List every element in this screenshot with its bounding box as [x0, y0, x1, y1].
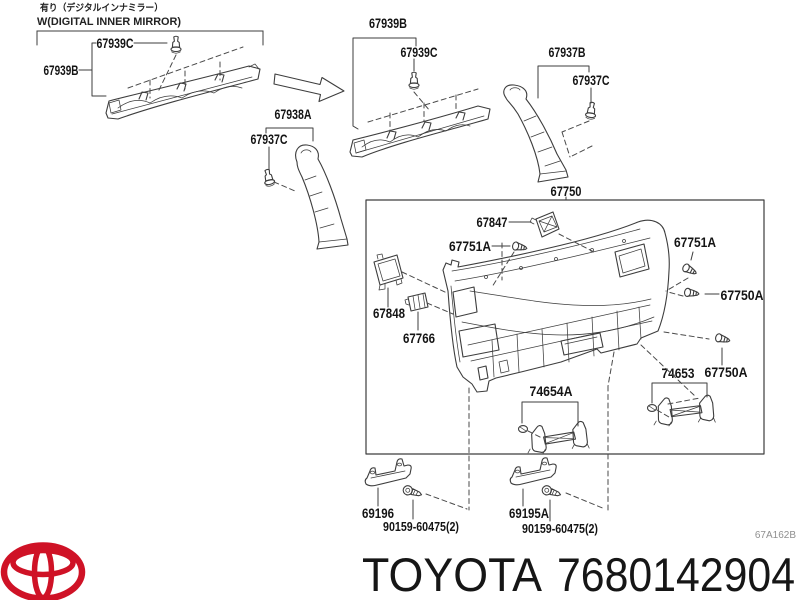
part-bracket-67848 [373, 253, 404, 291]
clip-67751a-right [680, 262, 699, 278]
assembly-67939-standard: 67939B 67939C [349, 15, 491, 158]
dash-screw-left [425, 493, 468, 510]
part-label-67939c-left: 67939C [97, 35, 134, 51]
brand-name: TOYOTA [362, 548, 543, 600]
part-bracket-69195a [509, 457, 557, 486]
panel-group-box [365, 199, 765, 455]
part-bracket-67847 [529, 211, 560, 238]
leader-74654a [521, 401, 579, 427]
part-pillar-garnish-67937b [503, 84, 569, 183]
part-bracket-69196 [364, 458, 412, 487]
screw-90159-right [540, 483, 563, 500]
clip-67937c-left [261, 167, 276, 188]
assembly-67750-panel: 67750 [365, 183, 765, 511]
part-label-74653: 74653 [662, 365, 695, 381]
leader-lines-67939-center [352, 37, 417, 130]
part-label-90159-left: 90159-60475(2) [383, 520, 459, 534]
construction-dashes-67937b [561, 120, 593, 158]
part-tailgate-trim-panel-67750 [442, 219, 670, 393]
part-label-67939c-center: 67939C [401, 44, 438, 60]
clip-67939c-left [170, 35, 182, 54]
part-number: 7680142904 [557, 548, 795, 600]
screw-90159-left [401, 483, 424, 500]
assembly-67939-inner-mirror: 67939C 67939B [44, 35, 261, 120]
bottom-hardware: 69196 90159-60475(2) 69195A 90159-60475(… [362, 457, 606, 536]
part-label-67939b-left: 67939B [44, 62, 79, 78]
part-label-67848: 67848 [373, 305, 405, 321]
part-label-69196: 69196 [362, 505, 394, 521]
part-label-67751a-right: 67751A [674, 234, 716, 250]
part-label-67766: 67766 [403, 330, 435, 346]
construction-dashes-67938a [273, 181, 296, 192]
note-scope-bracket [36, 30, 264, 46]
note-english-text: W(DIGITAL INNER MIRROR) [37, 16, 181, 28]
part-handle-74653 [646, 391, 718, 430]
toyota-logo-icon [0, 542, 86, 600]
note-japanese-text: 有り（デジタルインナミラー） [40, 2, 163, 14]
clip-67750a-lower [714, 332, 732, 346]
part-label-67750a-lower: 67750A [705, 364, 748, 380]
diagram-code: 67A162B [755, 530, 796, 541]
part-pillar-garnish-67938a [295, 144, 349, 250]
part-label-67750: 67750 [551, 183, 582, 199]
part-trim-strip-67939b-left [105, 63, 261, 120]
part-bracket-67766 [404, 292, 429, 312]
dash-screw-right [565, 492, 606, 510]
part-label-67937c-left: 67937C [251, 131, 288, 147]
clip-67937c-right [584, 101, 598, 121]
footer: TOYOTA 7680142904 [0, 542, 795, 600]
leader-67751a-right [690, 251, 694, 261]
leaders-69196 [377, 487, 414, 520]
part-label-67847: 67847 [477, 214, 508, 230]
part-label-90159-right: 90159-60475(2) [522, 522, 598, 536]
part-label-67750a-upper: 67750A [721, 287, 764, 303]
clip-67750a-upper [683, 287, 701, 299]
construction-dashes-67939-left [127, 46, 244, 99]
leader-lines-67938a [265, 127, 314, 170]
leaders-69195a [522, 488, 551, 522]
construction-dashes-67939-center [367, 88, 479, 132]
note-with-digital-inner-mirror: 有り（デジタルインナミラー） W(DIGITAL INNER MIRROR) [36, 2, 264, 46]
part-label-67938a: 67938A [275, 106, 312, 122]
clip-67939c-center [408, 71, 420, 90]
part-trim-strip-67939b-center [349, 105, 491, 158]
part-label-74654a: 74654A [530, 383, 573, 399]
leader-lines-67937b [537, 65, 592, 104]
leader-74653 [651, 382, 708, 404]
part-label-67939b-center: 67939B [369, 15, 407, 31]
assembly-67938a-garnish: 67938A 67937C [251, 106, 349, 250]
leader-lines-67939-left [78, 42, 168, 97]
part-label-69195a: 69195A [509, 505, 549, 521]
clip-67751a-left [511, 240, 529, 254]
part-label-67937b: 67937B [549, 44, 586, 60]
part-handle-74654a [517, 419, 591, 456]
assembly-67937b-garnish: 67937B 67937C [503, 44, 610, 183]
part-label-67937c-right: 67937C [573, 72, 610, 88]
variant-arrow-icon [273, 73, 345, 103]
part-label-67751a-left: 67751A [449, 238, 491, 254]
construction-dashes-panel [401, 233, 710, 511]
